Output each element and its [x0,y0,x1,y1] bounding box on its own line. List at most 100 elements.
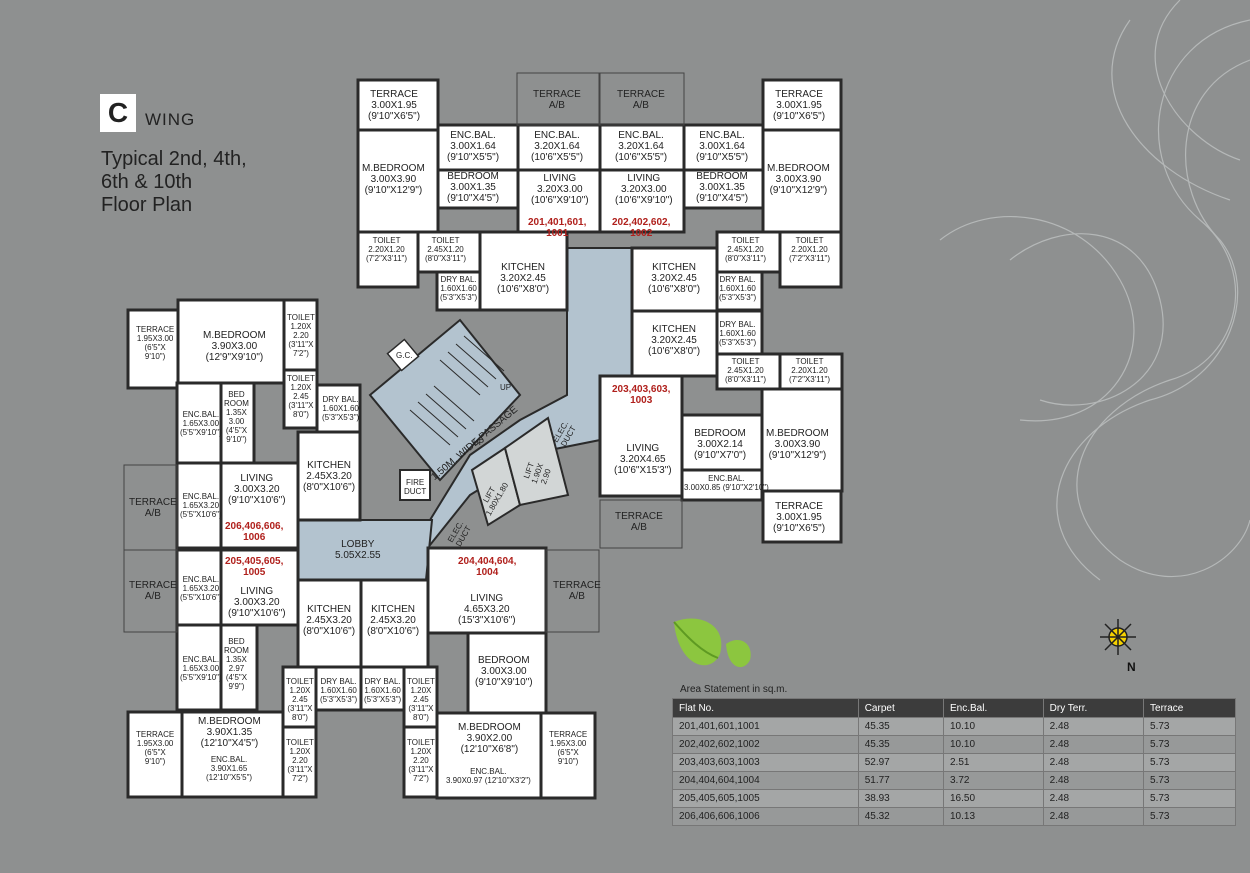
label-terrace-l1: TERRACE 1.95X3.00 (6'5"X 9'10") [136,325,175,361]
label-bed-t2: BEDROOM 3.00X1.35 (9'10"X4'5") [696,171,749,204]
room-toilet-r1 [715,352,782,391]
label-terrace-ab-b: TERRACE A/B [553,580,601,602]
label-toilet-t2: TOILET 2.45X1.20 (8'0"X3'11") [425,236,467,263]
table-cell: 2.48 [1042,807,1145,826]
label-encbal-l1: ENC.BAL. 1.65X3.00 (5'5"X9'10") [180,410,222,437]
label-terrace-ab-l1: TERRACE A/B [129,497,177,519]
table-cell: 5.73 [1143,789,1236,808]
wing-letter: C [107,97,129,128]
label-living-l2: LIVING 3.00X3.20 (9'10"X10'6") [228,586,286,619]
room-toilet-r2 [778,352,844,391]
room-toilet-t2 [416,230,482,274]
label-toilet-b1: TOILET 1.20X 2.45 (3'11"X 8'0") [286,677,314,722]
table-cell: 38.93 [857,789,945,808]
room-bedroom-b [466,631,548,715]
staircase [368,318,522,482]
label-toilet-l1: TOILET 1.20X 2.20 (3'11"X 7'2") [287,313,315,358]
label-toilet-b2: TOILET 1.20X 2.45 (3'11"X 8'0") [407,677,435,722]
room-kitchen-l1 [296,430,362,522]
label-up1: UP [500,383,512,392]
room-living-t2 [598,168,686,234]
label-terrace-br: TERRACE 1.95X3.00 (6'5"X 9'10") [549,730,588,766]
label-encbal-r: ENC.BAL. 3.00X0.85 (9'10"X2'10") [684,474,769,492]
room-mbed-bl [180,710,285,799]
label-toilet-l2: TOILET 1.20X 2.45 (3'11"X 8'0") [287,374,315,419]
table-cell: 5.73 [1143,807,1236,826]
room-drybal-t1 [435,270,482,312]
label-terrace-ab-r: TERRACE A/B [615,511,663,533]
table-cell: 10.10 [943,717,1044,736]
table-cell: 45.35 [857,717,945,736]
label-toilet-r1: TOILET 2.45X1.20 (8'0"X3'11") [725,357,767,384]
leaf-logo [673,618,751,668]
room-terrace-tr [761,78,843,132]
compass-north-label: N [1127,660,1136,674]
label-drybal-b1: DRY BAL. 1.60X1.60 (5'3"X5'3") [320,677,358,704]
table-cell: 204,404,604,1004 [672,771,859,790]
label-encbal-l4: ENC.BAL. 1.65X3.00 (5'5"X9'10") [180,655,222,682]
table-cell: 5.73 [1143,753,1236,772]
label-terrace-ab-2: TERRACE A/B [617,89,665,111]
flat-number-1004: 204,404,604, 1004 [458,556,517,578]
table-cell: 45.32 [857,807,945,826]
room-living-b [426,546,548,635]
room-drybal-b2 [359,665,406,712]
label-bed-r: BEDROOM 3.00X2.14 (9'10"X7'0") [694,428,747,461]
room-bedroom-l2 [219,623,259,712]
plan-title-line: 6th & 10th [101,171,193,193]
label-bedroom-l1: BED ROOM 1.35X 3.00 (4'5"X 9'10") [224,390,249,444]
label-encbal-3: ENC.BAL. 3.20X1.64 (10'6"X5'5") [615,130,668,163]
flat-number-1005: 205,405,605, 1005 [225,556,284,578]
table-header: Dry Terr. [1042,698,1145,718]
flat-number-1002: 202,402,602, 1002 [612,217,671,239]
label-toilet-t3: TOILET 2.45X1.20 (8'0"X3'11") [725,236,767,263]
table-cell: 2.48 [1042,771,1145,790]
table-cell: 16.50 [943,789,1044,808]
terrace-ab-box-1 [516,72,600,126]
room-living-l1 [219,461,300,550]
table-cell: 2.48 [1042,753,1145,772]
label-mbed-b: M.BEDROOM 3.90X2.00 (12'10"X6'8") [458,722,521,755]
label-mbed-bl: M.BEDROOM 3.90X1.35 (12'10"X4'5") [198,716,261,749]
table-cell: 2.51 [943,753,1044,772]
label-encbal-l3: ENC.BAL. 1.65X3.20 (5'5"X10'6") [180,575,222,602]
label-mbed-tl: M.BEDROOM 3.00X3.90 (9'10"X12'9") [362,163,425,196]
table-cell: 10.13 [943,807,1044,826]
table-cell: 51.77 [857,771,945,790]
table-cell: 2.48 [1042,789,1145,808]
label-living-t1: LIVING 3.20X3.00 (10'6"X9'10") [531,173,589,206]
label-kitchen-t1: KITCHEN 3.20X2.45 (10'6"X8'0") [497,262,550,295]
label-drybal-r: DRY BAL. 1.60X1.60 (5'3"X5'3") [719,320,757,347]
room-encbal-1 [436,123,520,172]
label-terrace-bl: TERRACE 1.95X3.00 (6'5"X 9'10") [136,730,175,766]
table-header: Carpet [857,698,945,718]
flat-number-1003: 203,403,603, 1003 [612,384,671,406]
table-cell: 45.35 [857,735,945,754]
label-mbed-l1: M.BEDROOM 3.90X3.00 (12'9"X9'10") [203,330,266,363]
area-statement-caption: Area Statement in sq.m. [680,684,788,695]
plan-title-line: Typical 2nd, 4th, [101,148,247,170]
label-terrace-tr: TERRACE 3.00X1.95 (9'10"X6'5") [773,89,826,122]
label-toilet-r2: TOILET 2.20X1.20 (7'2"X3'11") [789,357,831,384]
label-encbal-4: ENC.BAL. 3.00X1.64 (9'10"X5'5") [696,130,749,163]
table-cell: 205,405,605,1005 [672,789,859,808]
flat-number-1001: 201,401,601, 1001 [528,217,587,239]
label-toilet-b4: TOILET 1.20X 2.20 (3'11"X 7'2") [407,738,435,783]
room-bed-t2 [682,168,765,210]
label-living-t2: LIVING 3.20X3.00 (10'6"X9'10") [615,173,673,206]
table-header-row: Flat No. Carpet Enc.Bal. Dry Terr. Terra… [672,698,1236,718]
label-drybal-t1: DRY BAL. 1.60X1.60 (5'3"X5'3") [440,275,478,302]
label-kitchen-b2: KITCHEN 2.45X3.20 (8'0"X10'6") [367,604,420,637]
lift-2 [503,416,570,507]
label-terrace-tl: TERRACE 3.00X1.95 (9'10"X6'5") [368,89,421,122]
plan-title-line: Floor Plan [101,194,193,216]
room-kitchen-b1 [296,578,363,669]
table-cell: 206,406,606,1006 [672,807,859,826]
table-cell: 202,402,602,1002 [672,735,859,754]
label-kitchen-r: KITCHEN 3.20X2.45 (10'6"X8'0") [648,324,701,357]
